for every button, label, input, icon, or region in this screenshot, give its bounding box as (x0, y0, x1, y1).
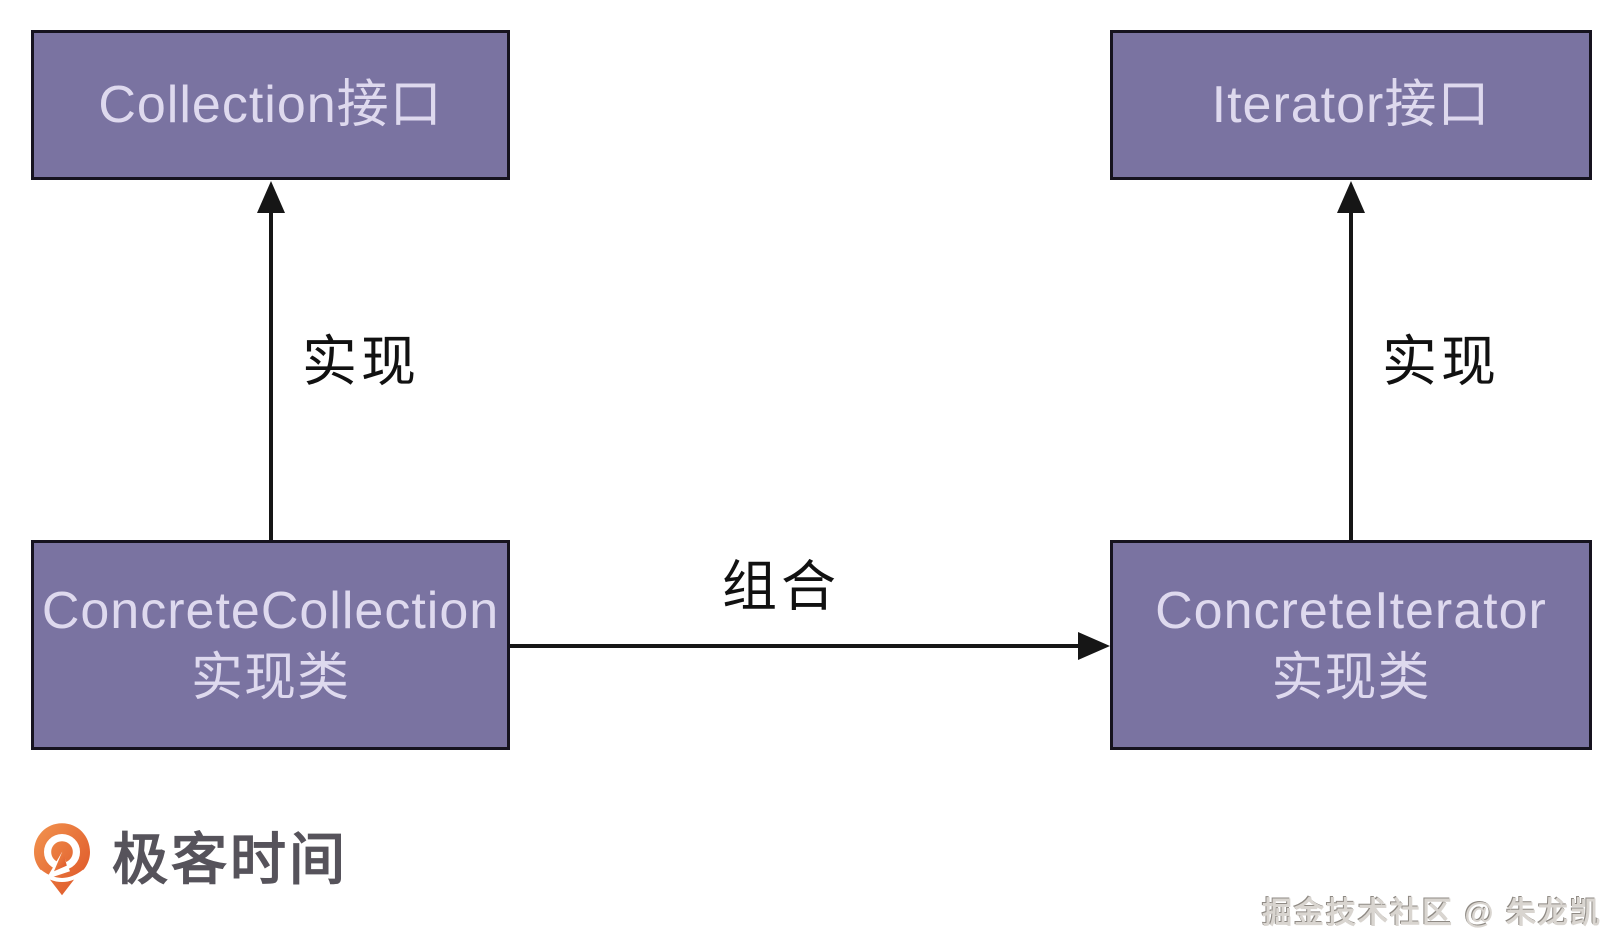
edge-realize-right-arrowhead-icon (1337, 181, 1365, 213)
edge-realize-left-arrowhead-icon (257, 181, 285, 213)
geektime-logo-text: 极客时间 (112, 828, 348, 891)
edge-realize-right-line (1349, 210, 1353, 540)
node-concrete-collection-line1: ConcreteCollection (41, 582, 500, 641)
edge-compose-arrowhead-icon (1078, 632, 1110, 660)
node-collection-interface: Collection接口 (31, 30, 510, 180)
edge-compose-label: 组合 (721, 555, 841, 618)
node-concrete-iterator: ConcreteIterator 实现类 (1110, 540, 1592, 750)
edge-realize-left-line (269, 210, 273, 540)
node-concrete-iterator-line1: ConcreteIterator (1155, 582, 1547, 641)
node-iterator-interface: Iterator接口 (1110, 30, 1592, 180)
edge-realize-right-label: 实现 (1381, 330, 1501, 393)
geektime-logo: 极客时间 (30, 820, 348, 900)
node-concrete-iterator-line2: 实现类 (1271, 649, 1431, 707)
node-collection-interface-label: Collection接口 (98, 75, 443, 134)
edge-compose-line (510, 644, 1082, 648)
node-concrete-collection: ConcreteCollection 实现类 (31, 540, 510, 750)
edge-realize-left-label: 实现 (301, 330, 421, 393)
geektime-pin-icon (34, 823, 90, 896)
node-concrete-collection-line2: 实现类 (190, 649, 350, 707)
node-iterator-interface-label: Iterator接口 (1211, 75, 1491, 134)
watermark-text: 掘金技术社区 @ 朱龙凯 (1262, 897, 1602, 930)
